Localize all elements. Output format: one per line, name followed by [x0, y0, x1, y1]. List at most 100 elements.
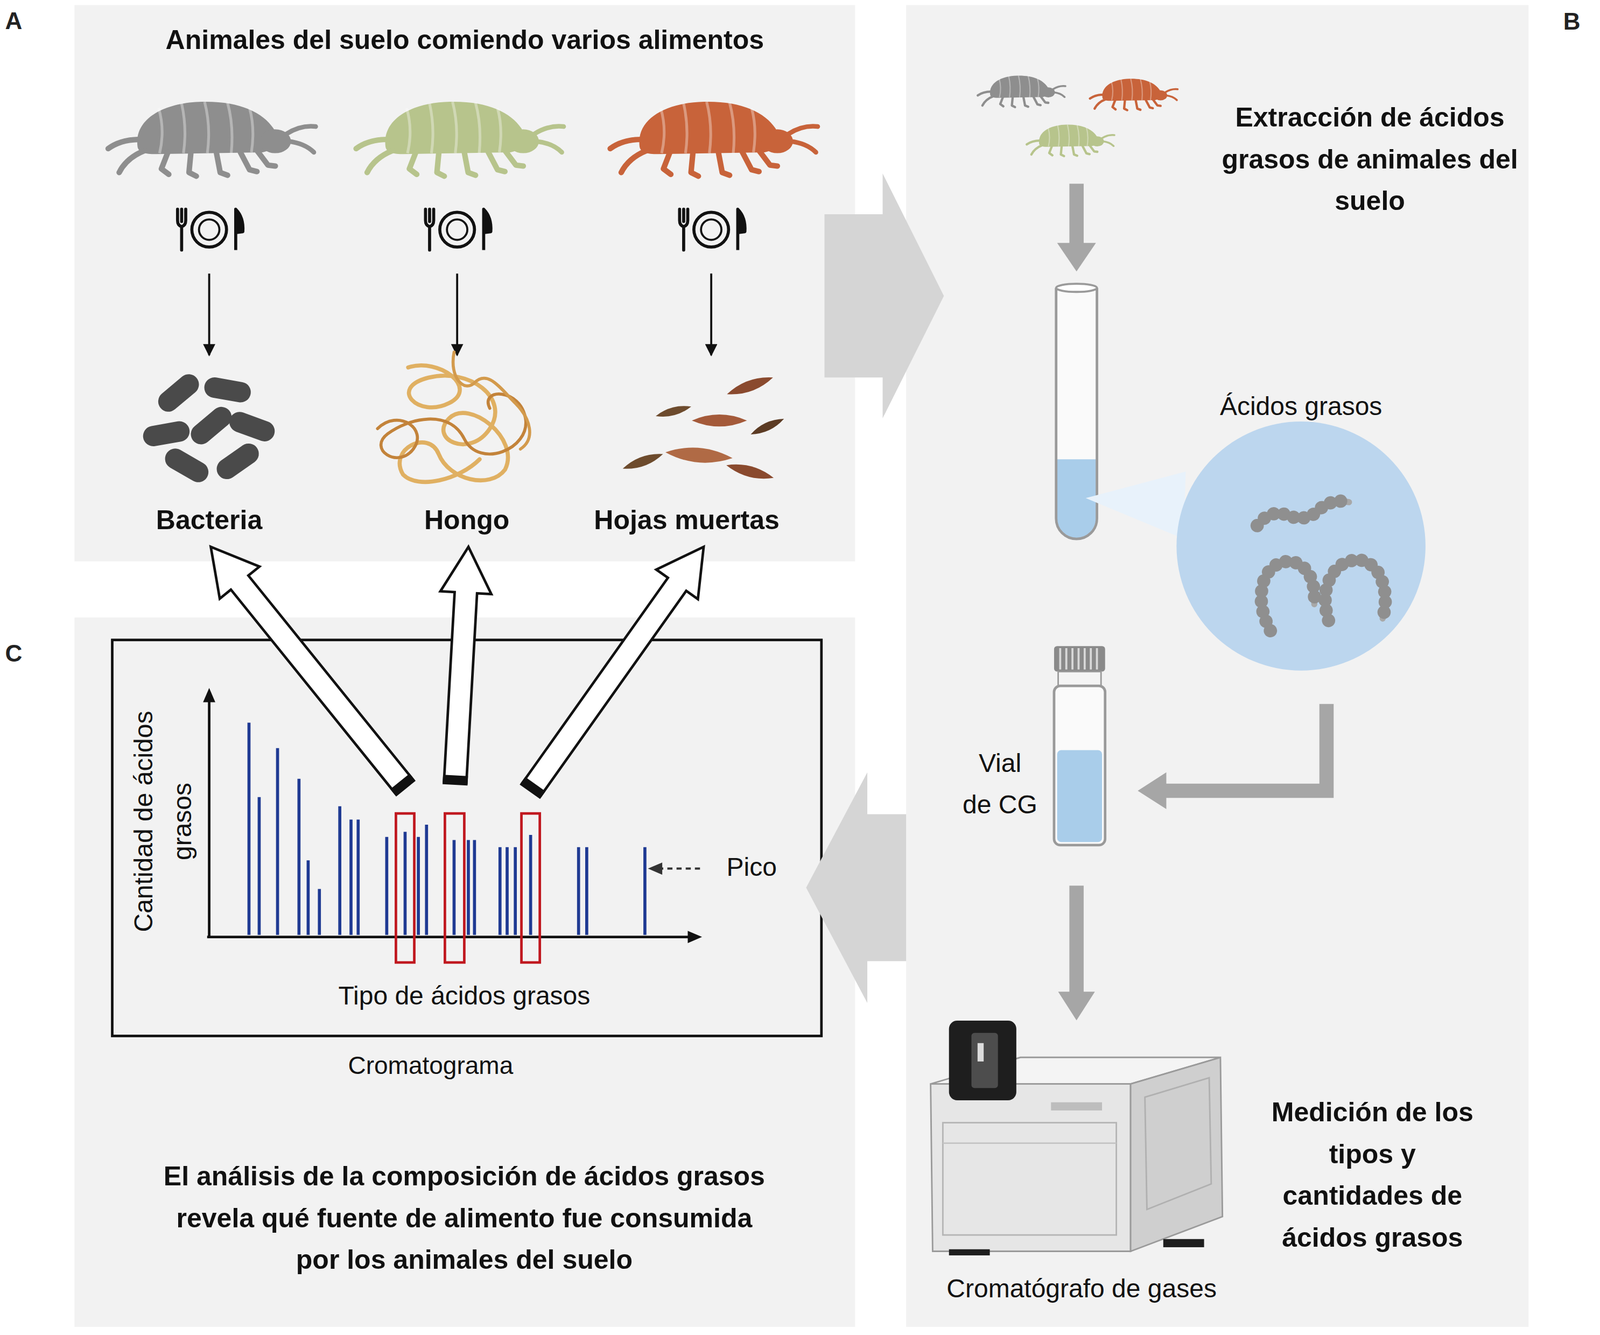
process-arrow — [1137, 772, 1167, 810]
chart-axis — [207, 935, 691, 939]
panel-heading: Animales del suelo comiendo varios alime… — [89, 22, 840, 58]
soil-animal — [977, 75, 1066, 108]
eating-icon — [425, 209, 491, 251]
chromatogram-peak — [349, 819, 353, 936]
chromatogram-peak — [297, 779, 301, 936]
food-label: Hongo — [387, 503, 546, 537]
chromatogram-peak — [385, 837, 389, 936]
vial-label: Vial de CG — [961, 742, 1039, 826]
chromatogram-peak — [513, 847, 517, 936]
panel: Animales del suelo comiendo varios alime… — [74, 4, 855, 561]
process-arrow — [1069, 183, 1084, 245]
dead-leaves-drawing — [748, 415, 786, 438]
arrow-tail — [393, 776, 413, 793]
inference-arrow — [211, 546, 414, 795]
panel-ground — [74, 4, 1529, 1327]
step-heading: Medición de los tipos y cantidades de ác… — [1259, 1091, 1486, 1259]
process-arrow — [1137, 704, 1327, 810]
process-arrow — [1069, 885, 1084, 993]
panel-letter: A — [4, 8, 23, 34]
vial-drawing — [1057, 750, 1103, 843]
chromatogram-peak — [276, 748, 280, 936]
panel-letter: C — [4, 640, 23, 667]
vial-drawing — [1054, 646, 1106, 846]
bacteria-drawing — [153, 369, 203, 416]
chromatogram-peak — [498, 847, 502, 936]
inference-arrow — [521, 546, 704, 798]
leader-line — [661, 867, 700, 870]
chromatogram-peak — [424, 824, 428, 936]
food-source: Hojas muertas — [579, 367, 798, 543]
fatty-acid-molecule — [1325, 559, 1386, 621]
soil-animal — [355, 101, 564, 177]
instrument-label: Cromatógrafo de gases — [913, 1273, 1250, 1305]
chromatogram-peak — [577, 847, 581, 936]
feeding-arrow — [209, 273, 712, 356]
chromatogram-peak — [529, 834, 533, 936]
fungus-drawing — [377, 394, 526, 458]
process-arrow — [1165, 704, 1327, 791]
callout-label: Ácidos grasos — [1173, 390, 1429, 423]
dead-leaves-drawing — [621, 449, 665, 473]
fatty-acid-molecule — [1261, 561, 1315, 631]
fungus-drawing — [377, 352, 530, 482]
chart-axis — [688, 930, 703, 944]
flow-arrow — [882, 173, 945, 419]
vial-drawing — [1058, 671, 1102, 687]
food-source: Bacteria — [132, 367, 289, 543]
chromatogram-peak — [585, 847, 589, 936]
test-tube — [1056, 288, 1098, 539]
chart-axis — [202, 688, 216, 703]
fungus-drawing — [399, 365, 508, 483]
chromatogram-peak — [306, 860, 311, 935]
panel: Extracción de ácidos grasos de animales … — [906, 4, 1529, 1327]
food-source: Hongo — [387, 367, 550, 543]
panel-ground — [74, 4, 855, 561]
gc-vial: Vial de CG — [953, 640, 1113, 851]
axis-label: Cantidad de ácidos grasos — [124, 673, 202, 970]
gas-chromatograph-drawing — [1163, 1239, 1205, 1248]
gas-chromatograph-drawing — [949, 1249, 991, 1256]
food-label: Hojas muertas — [579, 503, 795, 537]
inference-arrow — [211, 546, 414, 795]
inference-arrow — [440, 546, 492, 785]
magnifier-callout — [1085, 421, 1426, 671]
vial-drawing — [1054, 685, 1106, 846]
soil-animal — [609, 101, 818, 177]
soil-animal — [108, 101, 818, 177]
fatty-acid-molecule — [1257, 501, 1386, 631]
gas-chromatograph-drawing — [942, 1123, 1117, 1236]
process-arrow — [1058, 991, 1096, 1021]
magnifier-callout — [1176, 421, 1426, 671]
gas-chromatograph-drawing — [930, 1020, 1223, 1256]
bacteria-drawing — [141, 369, 278, 486]
highlight-box — [444, 813, 465, 963]
chromatogram-peak — [643, 847, 647, 936]
vial-drawing — [1060, 648, 1097, 670]
gas-chromatograph-drawing — [1050, 1102, 1103, 1111]
magnifier-callout — [1085, 471, 1187, 539]
process-arrow — [1058, 885, 1096, 1021]
soil-animal — [1090, 78, 1178, 110]
feeding-arrow — [208, 273, 211, 356]
fatty-acid-callout: Ácidos grasos — [1173, 385, 1433, 674]
fatty-acid-molecule — [1257, 501, 1350, 526]
leader-line — [648, 862, 663, 875]
bacteria-drawing — [202, 375, 252, 404]
chromatogram: Cantidad de ácidos grasosTipo de ácidos … — [111, 639, 821, 1092]
test-tube — [1056, 283, 1098, 539]
feeding-arrow — [455, 273, 459, 356]
food-label: Bacteria — [132, 503, 286, 537]
chromatogram-peak — [473, 839, 477, 935]
gas-chromatograph-drawing — [949, 1020, 1017, 1101]
flow-arrow — [805, 772, 907, 1003]
chromatogram-peak — [403, 831, 407, 935]
flow-arrow — [866, 814, 907, 962]
peak-label: Pico — [726, 851, 809, 883]
panel-letter: B — [1563, 8, 1581, 35]
fungus-drawing — [453, 352, 530, 449]
inference-arrow — [440, 546, 492, 785]
